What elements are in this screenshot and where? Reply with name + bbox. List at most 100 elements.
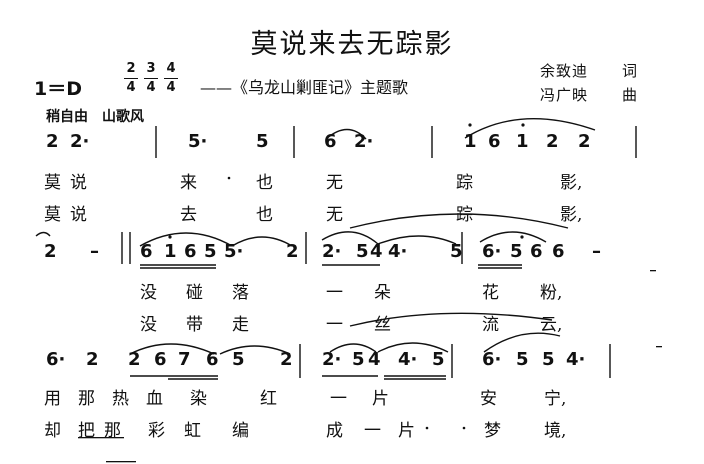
note: 2 xyxy=(578,131,591,152)
lyric-char: 踪 xyxy=(456,173,473,193)
lyric-char: 把 xyxy=(78,421,95,441)
note: 6· xyxy=(482,241,502,262)
note: 1 xyxy=(516,131,529,152)
lyric-char: 影, xyxy=(560,205,583,225)
lyric-char: 也 xyxy=(256,173,273,193)
subtitle: ——《乌龙山剿匪记》主题歌 xyxy=(200,78,409,97)
note: 5 xyxy=(510,241,523,262)
note: 5 xyxy=(542,349,555,370)
slur xyxy=(377,342,449,353)
note: 6· xyxy=(46,349,66,370)
note: 5 xyxy=(256,131,269,152)
dash-mark xyxy=(656,346,662,348)
lyric-char: 粉, xyxy=(540,283,563,303)
lyric-char: 那 xyxy=(78,389,95,409)
high-octave-dot xyxy=(520,235,524,239)
misc-marks xyxy=(78,176,662,463)
meter-top: 2 xyxy=(126,61,136,76)
slur xyxy=(219,345,291,355)
slur xyxy=(479,231,547,243)
lyric-char: 一 xyxy=(326,315,343,335)
lyric-char: 踪 xyxy=(456,205,473,225)
lyric-char: 宁, xyxy=(544,389,567,409)
slur xyxy=(464,118,596,139)
note: 1 xyxy=(464,131,477,152)
lyricist-role: 词 xyxy=(622,62,639,80)
note: 5· xyxy=(224,241,244,262)
note: 4· xyxy=(388,241,408,262)
slur xyxy=(329,343,377,353)
dot-mark xyxy=(462,426,466,430)
lyric-row: 用那热血染红一片安宁, xyxy=(0,388,704,409)
lyric-char: 一 xyxy=(330,389,347,409)
lyric-char: 走 xyxy=(232,315,249,335)
lyricist-name: 余致迪 xyxy=(540,62,589,80)
underline-mark xyxy=(78,437,124,439)
lyric-char: 去 xyxy=(180,205,197,225)
octave-dots xyxy=(168,123,525,239)
note: – xyxy=(90,241,99,262)
lyric-char: 碰 xyxy=(186,283,203,303)
note: 4 xyxy=(370,241,383,262)
lyric-char: 那 xyxy=(104,421,121,441)
note: 4· xyxy=(398,349,418,370)
key-signature: 1＝D xyxy=(34,78,82,100)
slur xyxy=(35,231,51,237)
note: 6 xyxy=(324,131,337,152)
slur xyxy=(483,332,561,353)
lyric-row: 却把那彩虹编成一片梦境, xyxy=(0,420,704,441)
note: 5 xyxy=(204,241,217,262)
note: 2· xyxy=(322,241,342,262)
note: 1 xyxy=(164,241,177,262)
meter-bottom: 4 xyxy=(146,80,156,95)
lyric-char: 带 xyxy=(186,315,203,335)
dot-mark xyxy=(425,426,429,430)
slur xyxy=(349,312,553,327)
note: 2 xyxy=(86,349,99,370)
note: 6 xyxy=(154,349,167,370)
lyric-char: 莫 xyxy=(44,205,61,225)
lyric-char: 梦 xyxy=(484,421,501,441)
lyric-char: 花 xyxy=(482,283,499,303)
lyric-char: 彩 xyxy=(148,421,165,441)
lyric-char: 片 xyxy=(372,389,389,409)
dash-mark xyxy=(650,270,656,272)
barlines xyxy=(121,126,637,378)
slur xyxy=(377,235,457,245)
slur xyxy=(325,128,367,140)
high-octave-dot xyxy=(468,123,472,127)
lyric-char: 编 xyxy=(232,421,249,441)
note: 2 xyxy=(280,349,293,370)
note: 2· xyxy=(70,131,90,152)
note: 5 xyxy=(516,349,529,370)
note: 6 xyxy=(140,241,153,262)
lyric-char: 境, xyxy=(544,421,567,441)
lyric-char: 成 xyxy=(326,421,343,441)
note: 7 xyxy=(178,349,191,370)
note: 5 xyxy=(352,349,365,370)
lyric-char: 却 xyxy=(44,421,61,441)
high-octave-dot xyxy=(521,123,525,127)
lyric-char: 用 xyxy=(44,389,61,409)
lyric-char: 热 xyxy=(112,389,129,409)
note: 2 xyxy=(44,241,57,262)
note: – xyxy=(592,241,601,262)
lyric-char: 没 xyxy=(140,315,157,335)
lyric-char: 安 xyxy=(480,389,497,409)
note: 6 xyxy=(488,131,501,152)
note: 2· xyxy=(322,349,342,370)
lyric-char: 说 xyxy=(70,173,87,193)
lyric-char: 朵 xyxy=(374,283,391,303)
meter-bottom: 4 xyxy=(166,80,176,95)
lyric-char: 落 xyxy=(232,283,249,303)
lyric-char: 影, xyxy=(560,173,583,193)
note: 6 xyxy=(552,241,565,262)
lyric-char: 没 xyxy=(140,283,157,303)
lyric-char: 也 xyxy=(256,205,273,225)
